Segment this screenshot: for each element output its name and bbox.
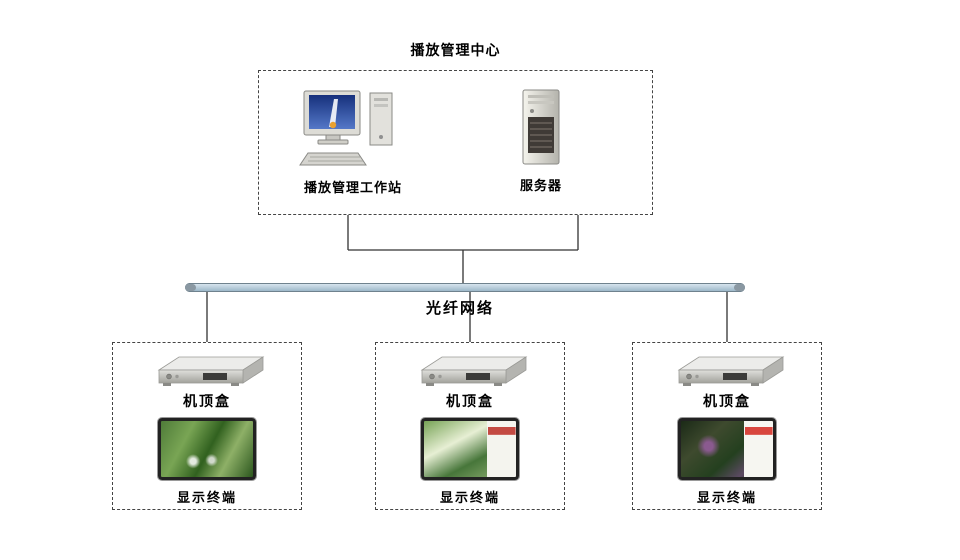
fiber-network-label: 光纤网络 <box>425 300 494 317</box>
set-top-box-icon <box>157 356 265 386</box>
management-center-box: 播放管理工作站 服务器 <box>258 70 653 215</box>
workstation-node: 播放管理工作站 <box>287 89 419 196</box>
management-center-title: 播放管理中心 <box>410 42 501 58</box>
server-label: 服务器 <box>519 178 562 193</box>
display-screen <box>421 418 519 480</box>
fiber-bus-bar <box>185 283 745 292</box>
set-top-box-icon <box>677 356 785 386</box>
display-screen <box>678 418 776 480</box>
display-terminal-label: 显示终端 <box>696 490 757 505</box>
display-terminal-label: 显示终端 <box>176 490 237 505</box>
set-top-box-icon <box>420 356 528 386</box>
stb-label: 机顶盒 <box>446 393 494 409</box>
server-node: 服务器 <box>491 87 591 194</box>
server-icon <box>522 89 560 165</box>
workstation-icon <box>299 90 393 166</box>
workstation-label: 播放管理工作站 <box>303 180 402 195</box>
stb-label: 机顶盒 <box>703 393 751 409</box>
display-terminal-label: 显示终端 <box>439 490 500 505</box>
terminal-group-1: 机顶盒 显示终端 <box>112 342 302 510</box>
terminal-group-2: 机顶盒 显示终端 <box>375 342 565 510</box>
terminal-group-3: 机顶盒 显示终端 <box>632 342 822 510</box>
stb-label: 机顶盒 <box>183 393 231 409</box>
display-screen <box>158 418 256 480</box>
